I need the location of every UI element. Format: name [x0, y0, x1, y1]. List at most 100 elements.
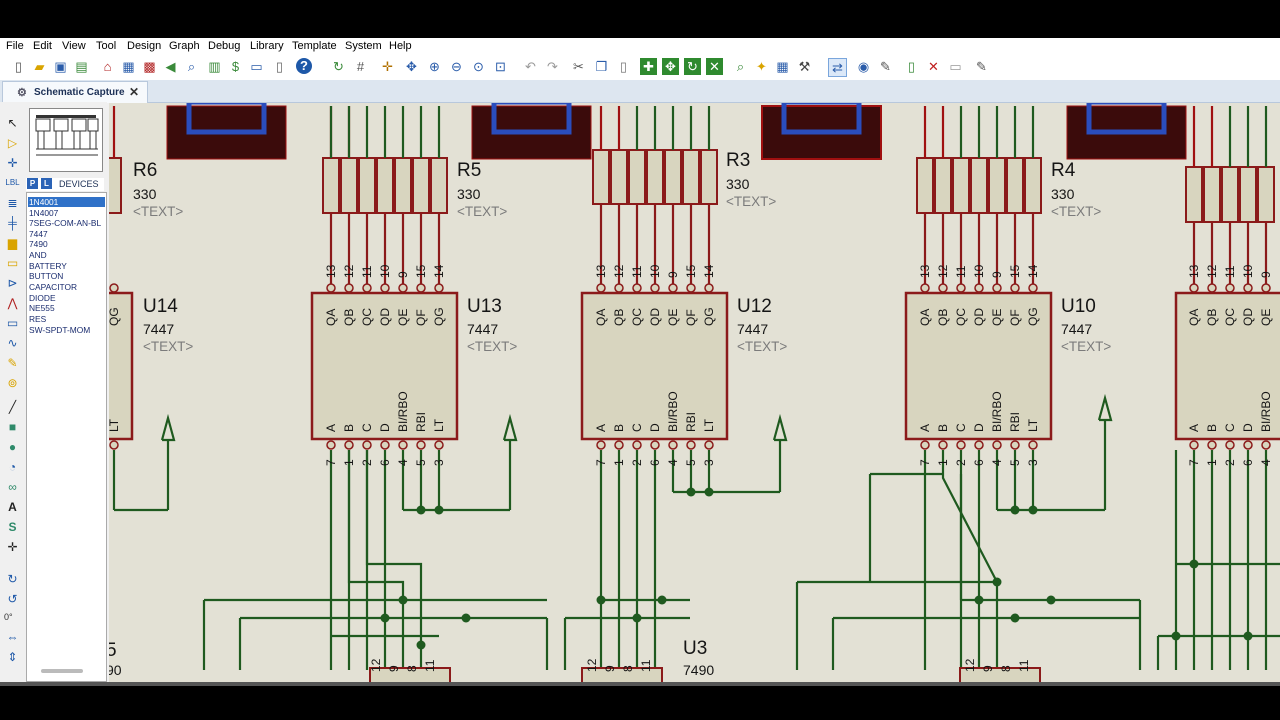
decompose-icon[interactable]: ⚒: [798, 59, 811, 74]
list-item[interactable]: 7490: [29, 239, 48, 249]
zoom-area-icon[interactable]: ⊡: [495, 59, 506, 74]
menu-debug[interactable]: Debug: [208, 40, 241, 52]
list-item[interactable]: AND: [29, 250, 47, 260]
rotation-angle[interactable]: 0°: [4, 612, 13, 622]
graph-mode-icon[interactable]: ⋀: [7, 296, 18, 310]
box-tool-icon[interactable]: ■: [8, 420, 17, 434]
property-tool-icon[interactable]: ✎: [880, 59, 891, 74]
help-icon[interactable]: ?: [296, 58, 312, 74]
list-item[interactable]: 7SEG-COM-AN-BL: [29, 218, 102, 228]
pick-device-icon[interactable]: ⌕: [736, 59, 745, 74]
new-sheet-icon[interactable]: ▯: [907, 59, 916, 74]
block-copy-icon[interactable]: ✚: [640, 58, 657, 75]
device-pins-icon[interactable]: ⊳: [7, 276, 18, 290]
cost-icon[interactable]: $: [231, 59, 240, 74]
open-folder-icon[interactable]: ▰: [34, 59, 45, 74]
list-item[interactable]: 7447: [29, 229, 48, 239]
wire-autorouter-icon[interactable]: ⇄: [828, 58, 847, 77]
text-script-icon[interactable]: ≣: [7, 196, 18, 210]
list-item[interactable]: RES: [29, 314, 47, 324]
circle-tool-icon[interactable]: ●: [8, 440, 17, 454]
menu-help[interactable]: Help: [389, 40, 412, 52]
symbol-tool-icon[interactable]: S: [8, 520, 17, 534]
make-device-icon[interactable]: ✦: [756, 59, 767, 74]
schematic-icon[interactable]: ▦: [122, 59, 135, 74]
menu-edit[interactable]: Edit: [33, 40, 52, 52]
bom-icon[interactable]: ▥: [208, 59, 221, 74]
mirror-horizontal-icon[interactable]: ⇔: [6, 630, 19, 644]
zoom-in-icon[interactable]: ⊕: [429, 59, 440, 74]
horizontal-scrollbar[interactable]: [41, 669, 83, 673]
netlist-icon[interactable]: ▭: [250, 59, 263, 74]
rotate-clockwise-icon[interactable]: ↻: [7, 572, 18, 586]
generator-icon[interactable]: ∿: [7, 336, 18, 350]
pan-icon[interactable]: ✥: [406, 59, 417, 74]
voltage-probe-icon[interactable]: ✎: [7, 356, 18, 370]
menu-template[interactable]: Template: [292, 40, 337, 52]
list-item[interactable]: 1N4001: [28, 197, 105, 207]
arc-tool-icon[interactable]: ◔: [8, 460, 17, 474]
list-item[interactable]: BUTTON: [29, 271, 64, 281]
cut-icon[interactable]: ✂: [573, 59, 584, 74]
list-item[interactable]: CAPACITOR: [29, 282, 78, 292]
list-item[interactable]: DIODE: [29, 293, 56, 303]
search-tag-icon[interactable]: ◉: [857, 59, 870, 74]
tape-recorder-icon[interactable]: ▭: [6, 316, 19, 330]
copy-icon[interactable]: ❐: [595, 59, 608, 74]
menu-system[interactable]: System: [345, 40, 382, 52]
grid-icon[interactable]: #: [356, 59, 365, 74]
new-file-icon[interactable]: ▯: [14, 59, 23, 74]
origin-icon[interactable]: ✛: [382, 59, 393, 74]
import-icon[interactable]: ▤: [75, 59, 88, 74]
search-icon[interactable]: ⌕: [187, 59, 196, 74]
undo-icon[interactable]: ↶: [525, 59, 536, 74]
library-manager-button[interactable]: L: [41, 178, 52, 189]
mirror-vertical-icon[interactable]: ⇕: [7, 650, 18, 664]
menu-design[interactable]: Design: [127, 40, 162, 52]
close-icon[interactable]: ✕: [129, 85, 140, 99]
marker-tool-icon[interactable]: ✛: [7, 540, 18, 554]
block-rotate-icon[interactable]: ↻: [684, 58, 701, 75]
terminals-icon[interactable]: ▭: [6, 256, 19, 270]
redo-icon[interactable]: ↷: [547, 59, 558, 74]
wire-label-icon[interactable]: LBL: [5, 178, 20, 187]
menu-view[interactable]: View: [62, 40, 86, 52]
tab-schematic-capture[interactable]: ⚙ Schematic Capture ✕: [2, 81, 148, 103]
overview-window[interactable]: [29, 108, 103, 172]
component-mode-icon[interactable]: ▷: [7, 136, 18, 150]
menu-file[interactable]: File: [6, 40, 24, 52]
device-list[interactable]: 1N4001 1N4007 7SEG-COM-AN-BL 7447 7490 A…: [26, 192, 107, 682]
block-move-icon[interactable]: ✥: [662, 58, 679, 75]
zoom-out-icon[interactable]: ⊖: [451, 59, 462, 74]
package-tool-icon[interactable]: ▦: [776, 59, 789, 74]
text-tool-icon[interactable]: A: [8, 500, 17, 514]
list-item[interactable]: BATTERY: [29, 261, 67, 271]
junction-dot-icon[interactable]: ✛: [7, 156, 18, 170]
line-tool-icon[interactable]: ╱: [8, 400, 17, 414]
pcb-icon[interactable]: ▩: [143, 59, 156, 74]
exit-to-parent-icon[interactable]: ▭: [949, 59, 962, 74]
path-tool-icon[interactable]: ∞: [8, 480, 17, 494]
virtual-instrument-icon[interactable]: ⊚: [7, 376, 18, 390]
menu-tool[interactable]: Tool: [96, 40, 117, 52]
save-icon[interactable]: ▣: [54, 59, 67, 74]
pick-devices-button[interactable]: P: [27, 178, 38, 189]
refresh-icon[interactable]: ↻: [333, 59, 344, 74]
menu-graph[interactable]: Graph: [169, 40, 200, 52]
play-back-icon[interactable]: ◀: [165, 59, 176, 74]
paste-icon[interactable]: ▯: [619, 59, 628, 74]
rotate-anticlockwise-icon[interactable]: ↺: [7, 592, 18, 606]
list-item[interactable]: SW-SPDT-MOM: [29, 325, 91, 335]
subcircuit-icon[interactable]: ▆: [7, 236, 18, 250]
home-icon[interactable]: ⌂: [103, 59, 112, 74]
document-icon[interactable]: ▯: [275, 59, 284, 74]
list-item[interactable]: NE555: [29, 303, 55, 313]
selection-mode-icon[interactable]: ↖: [7, 116, 18, 130]
zoom-all-icon[interactable]: ⊙: [473, 59, 484, 74]
bus-icon[interactable]: ╪: [8, 216, 17, 230]
block-delete-icon[interactable]: ✕: [706, 58, 723, 75]
design-explorer-icon[interactable]: ✎: [976, 59, 987, 74]
menu-library[interactable]: Library: [250, 40, 284, 52]
remove-sheet-icon[interactable]: ✕: [928, 59, 939, 74]
